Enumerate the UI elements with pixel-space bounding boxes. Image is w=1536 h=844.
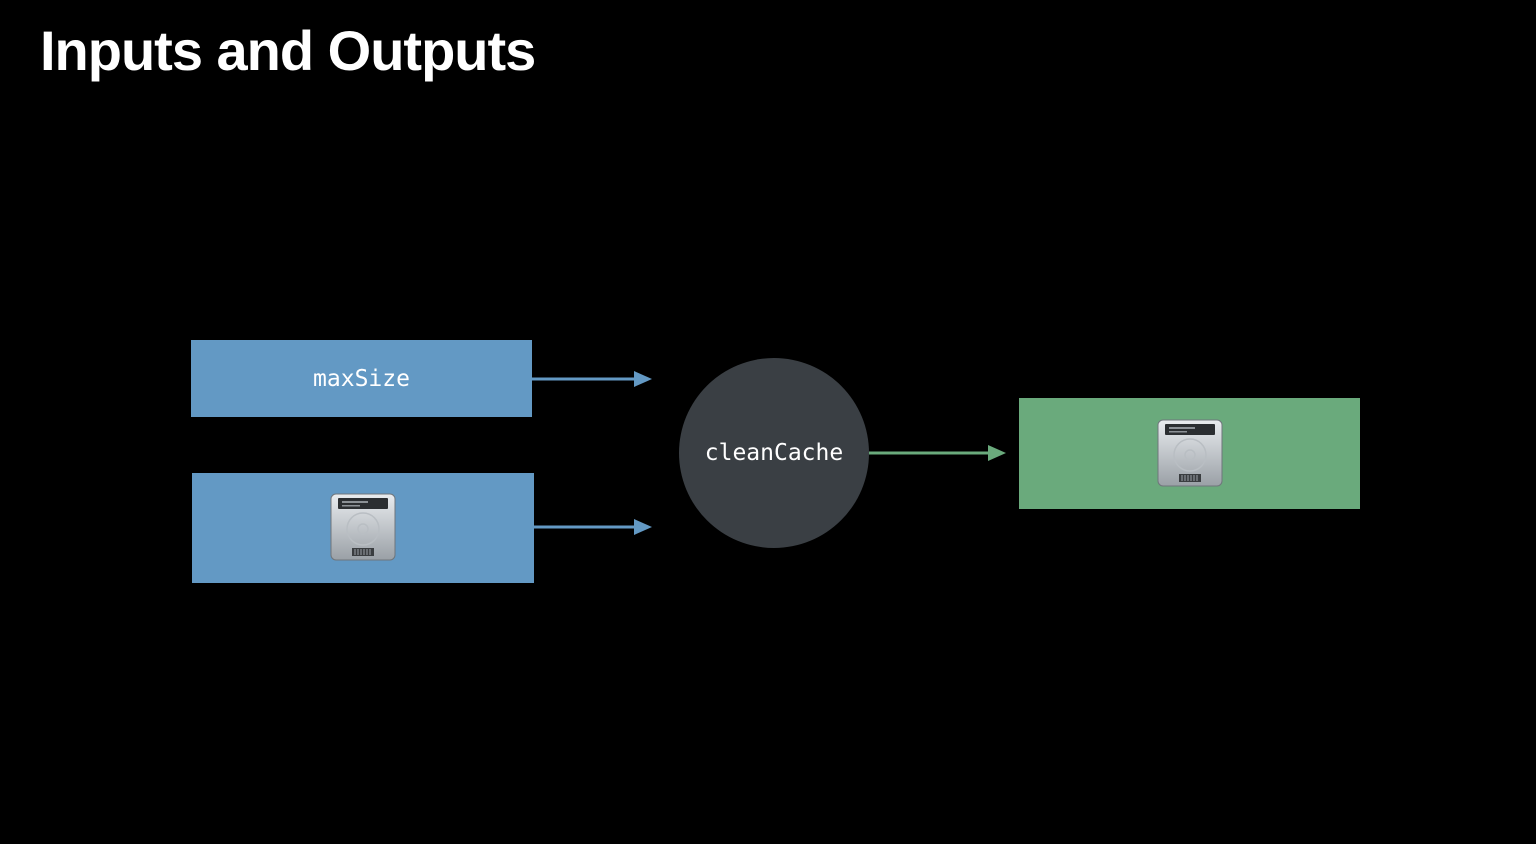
input-maxsize-label: maxSize (313, 365, 410, 392)
arrow-process-to-output (869, 445, 1006, 461)
process-node-cleancache: cleanCache (679, 358, 869, 548)
slide-title: Inputs and Outputs (40, 19, 536, 82)
arrow-head (634, 519, 652, 535)
output-disk-box (1019, 398, 1360, 509)
arrow-head (634, 371, 652, 387)
arrow-disk-to-process (534, 519, 652, 535)
process-label: cleanCache (704, 440, 844, 466)
hard-drive-icon (330, 493, 396, 561)
arrow-head (988, 445, 1006, 461)
hard-drive-icon (1157, 419, 1222, 486)
arrow-maxsize-to-process (532, 371, 652, 387)
input-disk-box (192, 473, 534, 583)
input-maxsize-box: maxSize (191, 340, 532, 417)
